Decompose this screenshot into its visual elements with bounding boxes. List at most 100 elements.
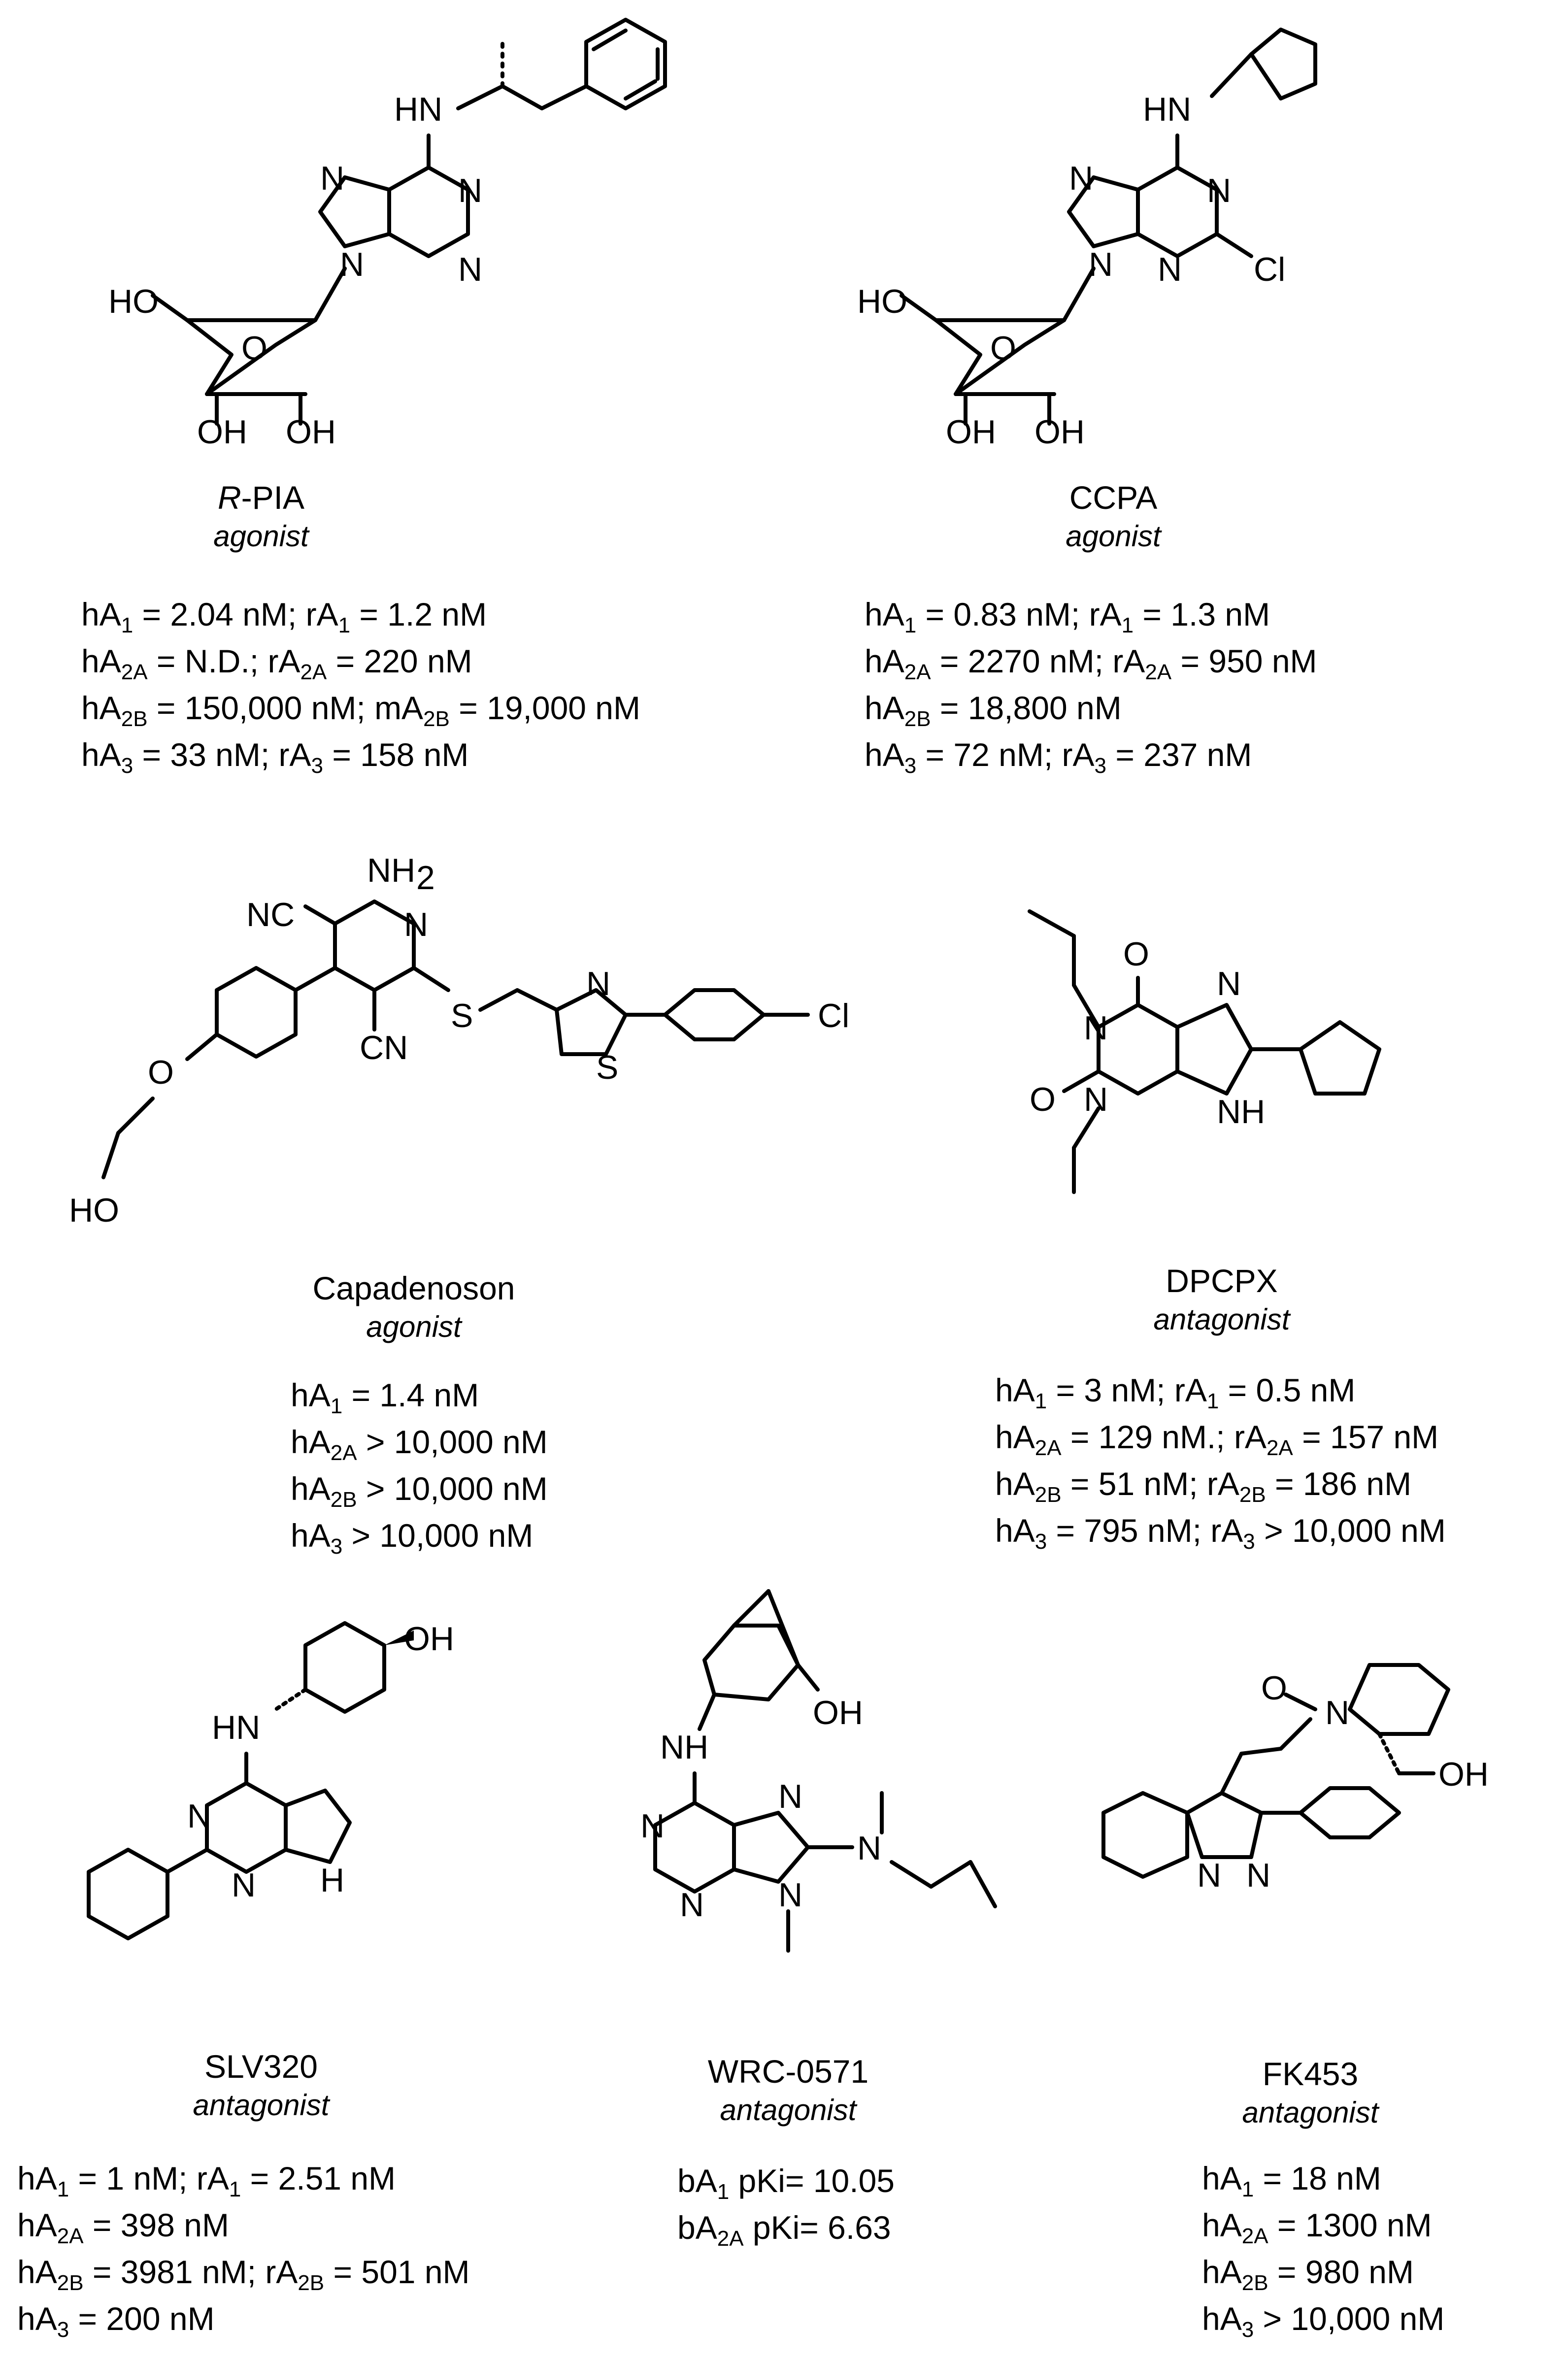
receptor-label: hA — [995, 1419, 1035, 1455]
atom-label: O — [1123, 935, 1149, 973]
compound-name: Capadenoson — [312, 1270, 515, 1306]
atom-label: N — [1158, 251, 1182, 288]
compound-name: CCPA — [1069, 479, 1158, 516]
compound-role: agonist — [366, 1310, 462, 1343]
receptor-label: hA — [865, 596, 904, 632]
atom-label: N — [1089, 246, 1113, 283]
affinity-line: bA1 pKi= 10.05 — [677, 2158, 895, 2204]
affinity-value: = 18,800 nM — [931, 690, 1122, 726]
receptor-subtype: 3 — [330, 1534, 343, 1559]
receptor-subtype: 3 — [121, 754, 133, 778]
compound-role: agonist — [213, 520, 309, 553]
receptor-label: hA — [995, 1465, 1035, 1502]
affinity-value: = 1300 nM — [1268, 2207, 1432, 2243]
receptor-subtype: 2B — [1034, 1483, 1062, 1507]
affinity-value: = 1 nM; — [69, 2160, 197, 2196]
receptor-label: hA — [291, 1517, 331, 1554]
receptor-label: rA — [1112, 643, 1145, 679]
affinity-value: = 0.5 nM — [1219, 1372, 1356, 1408]
affinity-value: = 129 nM.; — [1061, 1419, 1234, 1455]
receptor-subtype: 2B — [298, 2271, 325, 2295]
receptor-label: rA — [1174, 1372, 1207, 1408]
affinity-value: = 158 nM — [323, 736, 469, 773]
affinity-value: > 10,000 nM — [1254, 2300, 1445, 2337]
receptor-subtype: 2B — [1239, 1483, 1266, 1507]
receptor-subtype: 2A — [1266, 1436, 1293, 1460]
receptor-label: hA — [291, 1470, 331, 1507]
receptor-label: hA — [1202, 2300, 1242, 2337]
structure-ccpa: HN N N Cl N N HO O OH OH — [857, 28, 1317, 451]
receptor-label: bA — [677, 2209, 717, 2246]
receptor-label: hA — [81, 690, 121, 726]
atom-label: H — [320, 1862, 344, 1899]
affinity-line: hA2B = 18,800 nM — [865, 685, 1317, 732]
compound-capadenoson: Capadenoson agonist — [286, 1268, 542, 1346]
receptor-label: rA — [267, 643, 300, 679]
compound-name: R-PIA — [217, 479, 305, 516]
receptor-label: hA — [865, 690, 904, 726]
atom-label: N — [778, 1876, 802, 1914]
receptor-label: rA — [305, 596, 338, 632]
affinity-value: = 398 nM — [83, 2207, 229, 2243]
affinity-value: > 10,000 nM — [357, 1470, 548, 1507]
atom-label: CN — [360, 1029, 408, 1066]
affinity-value: = 3 nM; — [1047, 1372, 1174, 1408]
affinity-line: hA2B = 3981 nM; rA2B = 501 nM — [17, 2249, 470, 2295]
structure-dpcpx: O N N O N NH — [1028, 909, 1381, 1194]
atom-label: Cl — [818, 997, 849, 1034]
atom-label: HN — [394, 91, 442, 128]
receptor-label: rA — [1234, 1419, 1267, 1455]
affinity-value: > 10,000 nM — [357, 1424, 548, 1460]
atom-label: N — [640, 1807, 665, 1845]
receptor-label: hA — [17, 2207, 57, 2243]
receptor-subtype: 2B — [121, 707, 148, 731]
atom-label: N — [404, 906, 428, 943]
receptor-label: hA — [17, 2160, 57, 2196]
affinity-value: = 0.83 nM; — [916, 596, 1089, 632]
receptor-subtype: 2A — [57, 2224, 84, 2248]
compound-r-pia: R-PIA agonist — [187, 478, 335, 556]
compound-role: agonist — [1066, 520, 1161, 553]
compound-name: WRC-0571 — [707, 2053, 869, 2090]
receptor-subtype: 1 — [1206, 1389, 1219, 1413]
compound-dpcpx: DPCPX antagonist — [1123, 1261, 1320, 1339]
affinity-value: = 980 nM — [1268, 2254, 1414, 2290]
receptor-label: hA — [865, 736, 904, 773]
atom-label: HN — [1143, 91, 1191, 128]
receptor-label: hA — [995, 1512, 1035, 1549]
atom-label: NH — [1217, 1093, 1265, 1131]
atom-label: HO — [857, 283, 907, 320]
receptor-label: hA — [17, 2254, 57, 2290]
atom-label: OH — [404, 1620, 454, 1658]
affinity-value: = 795 nM; — [1047, 1512, 1211, 1549]
affinity-value: = 2.51 nM — [241, 2160, 396, 2196]
compound-name: DPCPX — [1166, 1263, 1278, 1299]
receptor-subtype: 2B — [1241, 2271, 1268, 2295]
affinity-line: hA3 = 795 nM; rA3 > 10,000 nM — [995, 1507, 1446, 1554]
affinity-value: = N.D.; — [147, 643, 268, 679]
receptor-subtype: 2A — [1145, 660, 1172, 684]
atom-label: N — [1246, 1857, 1270, 1894]
compound-role: antagonist — [1153, 1303, 1290, 1336]
atom-label: N — [586, 965, 610, 1002]
affinity-line: hA3 > 10,000 nM — [291, 1512, 548, 1559]
receptor-subtype: 1 — [904, 613, 917, 637]
compound-name: FK453 — [1262, 2056, 1359, 2092]
receptor-label: rA — [265, 2254, 298, 2290]
affinity-line: hA2A = N.D.; rA2A = 220 nM — [81, 638, 640, 685]
receptor-subtype: 2B — [330, 1488, 357, 1512]
structure-fk453: O N OH N N — [1101, 1663, 1489, 1894]
affinity-value: = 501 nM — [324, 2254, 470, 2290]
structure-capadenoson: NH 2 N NC CN S N S Cl O HO — [69, 852, 849, 1229]
affinity-line: hA2A = 1300 nM — [1202, 2202, 1444, 2249]
receptor-subtype: 2A — [300, 660, 327, 684]
receptor-subtype: 1 — [338, 613, 351, 637]
atom-label: N — [857, 1830, 881, 1867]
receptor-label: hA — [1202, 2254, 1242, 2290]
receptor-subtype: 3 — [904, 754, 917, 778]
receptor-subtype: 1 — [57, 2177, 69, 2201]
